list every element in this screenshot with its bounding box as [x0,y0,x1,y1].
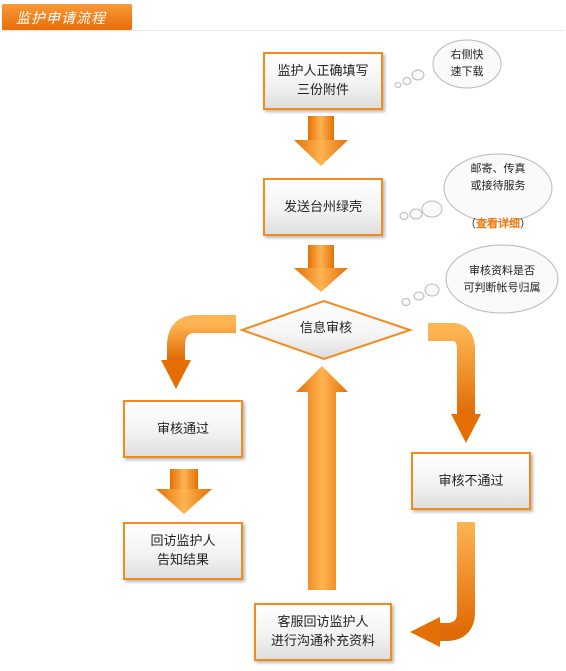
arrow-up-icon [296,366,348,590]
arrow-down-icon [294,245,348,292]
view-details-link[interactable]: 查看详细 [476,217,520,230]
review-tip: 审核资料是否 可判断帐号归属 [463,264,541,294]
step-rejected: 审核不通过 [411,452,531,510]
step-callback: 客服回访监护人 进行沟通补充资料 [254,603,392,661]
section-title: 监护申请流程 [16,11,106,27]
arrow-down-icon [156,469,212,514]
step-approved: 审核通过 [123,400,243,458]
title-divider [2,30,564,31]
review-decision-diamond [239,299,414,361]
arrow-down-icon [294,116,348,166]
step-fill-forms: 监护人正确填写 三份附件 [263,52,383,110]
review-tip-cloud [401,244,559,314]
arrow-left-branch-icon [161,315,236,389]
step-send: 发送台州绿壳 [263,178,383,236]
step-notify-result: 回访监护人 告知结果 [123,522,243,580]
review-decision-label: 信息审核 [299,321,352,336]
download-tip[interactable]: 右侧快 速下载 [450,48,484,78]
section-title-tab: 监护申请流程 [2,4,132,30]
download-tip-cloud [394,39,502,89]
send-tip: 邮寄、传真 或接待服务 （查看详细） [465,162,531,230]
arrow-return-icon [410,522,475,647]
send-tip-cloud [399,153,553,223]
arrow-right-branch-icon [428,323,481,443]
